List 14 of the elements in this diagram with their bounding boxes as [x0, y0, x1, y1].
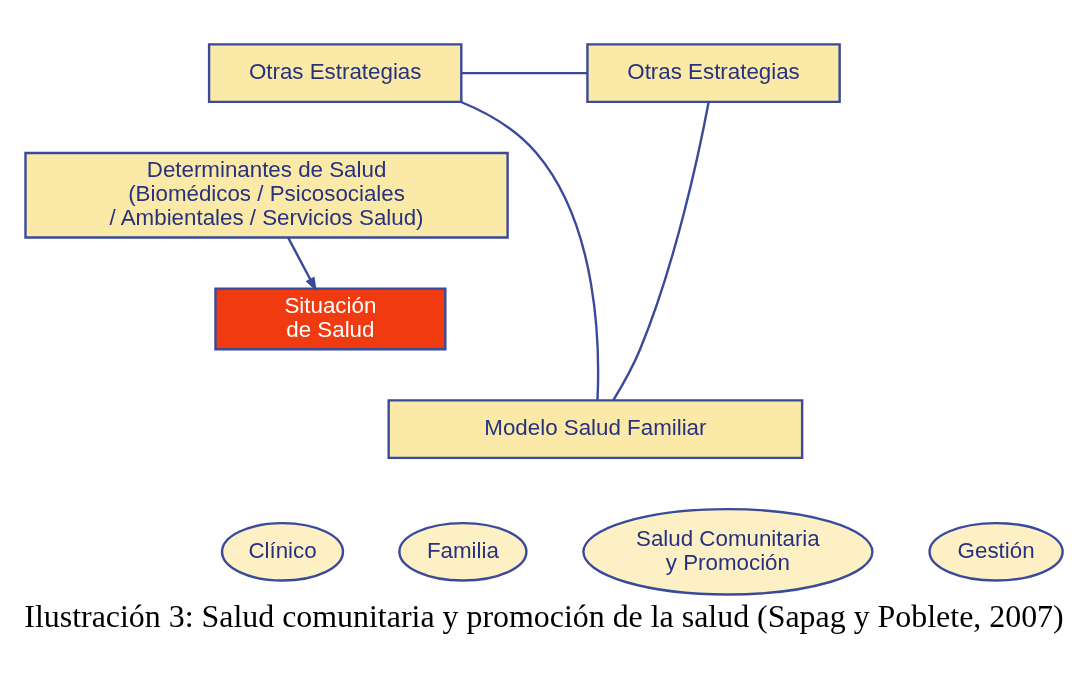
- node-ellipse: Gestión: [928, 521, 1064, 582]
- arrow: [287, 236, 317, 292]
- node-box: Situación de Salud: [214, 286, 447, 350]
- caption: Ilustración 3: Salud comunitaria y promoción de la salud (Sapag y Poblete, 2007): [24, 598, 1064, 634]
- node-ellipse: Clínico: [220, 521, 345, 582]
- connector: [460, 100, 600, 400]
- node-ellipse: Familia: [398, 521, 528, 582]
- node-box: Modelo Salud Familiar: [387, 398, 804, 459]
- node-box: Otras Estrategias: [586, 42, 841, 103]
- connector: [612, 101, 710, 401]
- node-ellipse: Salud Comunitaria y Promoción: [582, 507, 874, 596]
- node-box: Otras Estrategias: [207, 42, 463, 103]
- connector: [461, 71, 588, 74]
- node-box: Determinantes de Salud (Biomédicos / Psicosociales / Ambientales / Servicios Salud): [24, 151, 509, 239]
